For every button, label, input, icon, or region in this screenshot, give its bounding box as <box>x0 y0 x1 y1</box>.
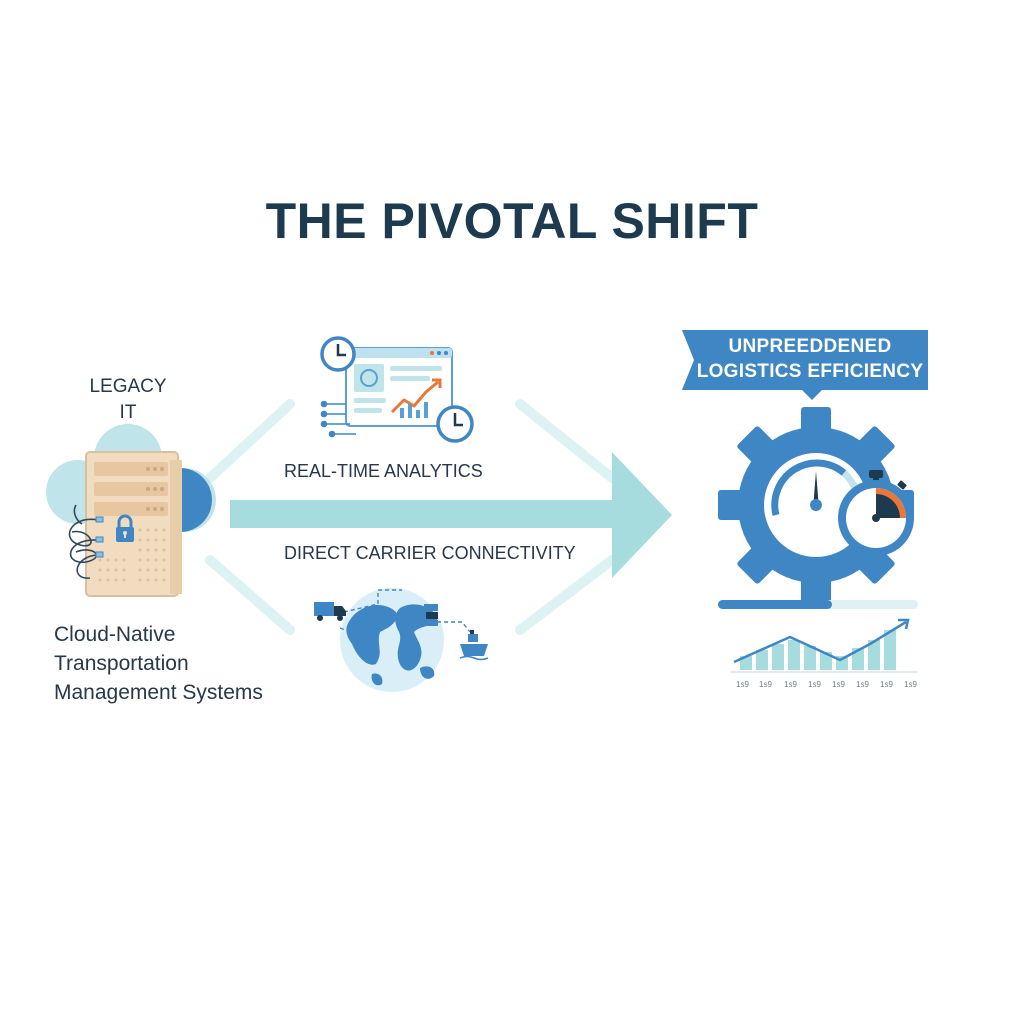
legacy-line-2: IT <box>119 402 137 423</box>
tick-label: 1s9 <box>904 680 917 689</box>
page-title: THE PIVOTAL SHIFT <box>265 193 759 249</box>
stopwatch-icon <box>838 470 914 556</box>
trend-chart: 1s9 1s9 1s9 1s9 1s9 1s9 1s9 1s9 <box>730 618 918 689</box>
outcome-banner-text: UNPREEDDENED LOGISTICS EFFICIENCY <box>694 334 926 384</box>
globe-logistics-icon <box>314 588 489 692</box>
outcome-banner <box>682 330 928 400</box>
analytics-dashboard-icon <box>320 336 474 443</box>
progress-bar <box>718 600 918 609</box>
cloud-native-line-3: Management Systems <box>54 681 263 704</box>
tick-label: 1s9 <box>808 680 821 689</box>
tick-label: 1s9 <box>759 680 772 689</box>
connectivity-label: DIRECT CARRIER CONNECTIVITY <box>284 543 576 563</box>
tick-label: 1s9 <box>832 680 845 689</box>
tick-label: 1s9 <box>784 680 797 689</box>
cloud-native-line-1: Cloud-Native <box>54 623 176 646</box>
tick-label: 1s9 <box>856 680 869 689</box>
ship-icon <box>459 630 489 661</box>
tick-label: 1s9 <box>880 680 893 689</box>
outcome-line-1: UNPREEDDENED <box>728 336 892 357</box>
lock-icon <box>116 514 134 542</box>
container-icon <box>422 604 438 626</box>
analytics-label: REAL-TIME ANALYTICS <box>284 461 483 481</box>
cloud-native-label: Cloud-Native Transportation Management S… <box>54 620 294 707</box>
clock-icon <box>320 336 356 372</box>
legacy-it-label: LEGACY IT <box>80 374 176 426</box>
outcome-line-2: LOGISTICS EFFICIENCY <box>696 361 924 382</box>
cloud-native-line-2: Transportation <box>54 652 189 675</box>
tick-label: 1s9 <box>736 680 749 689</box>
clock-icon <box>436 405 474 443</box>
transition-arrow <box>230 452 672 578</box>
connector-lines <box>205 399 617 635</box>
server-icon <box>46 424 216 597</box>
truck-icon <box>314 602 346 621</box>
legacy-line-1: LEGACY <box>89 376 167 397</box>
gear-gauge-icon <box>718 407 914 603</box>
